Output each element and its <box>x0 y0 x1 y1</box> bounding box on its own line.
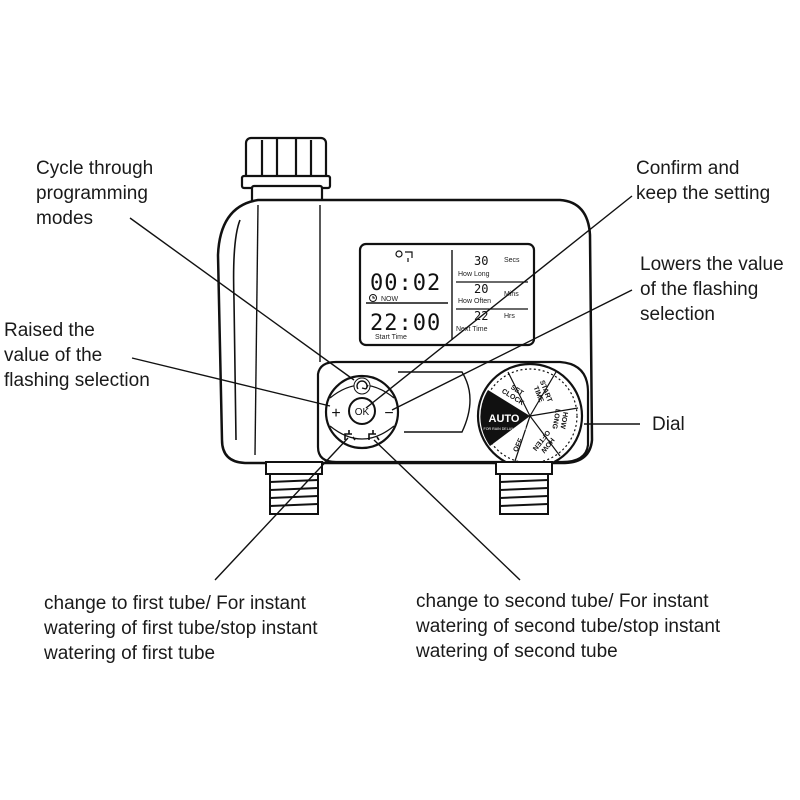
dial-how-long-label-1: HOW <box>558 411 568 429</box>
first-tube-icon <box>344 430 356 441</box>
callout-second-tube-line-2: watering of second tube/stop instant <box>416 616 721 637</box>
lcd-how-long-unit: Secs <box>504 257 520 264</box>
lcd-how-often-value: 20 <box>474 282 488 296</box>
dial-how-long-label-2: LONG <box>550 408 561 430</box>
minus-button[interactable]: − <box>384 405 393 422</box>
callout-second-tube-line-3: watering of second tube <box>416 641 618 662</box>
tap-icon <box>395 250 413 262</box>
callout-second-tube: change to second tube/ For instant water… <box>416 589 720 664</box>
lcd-next-time-unit: Hrs <box>504 313 515 320</box>
second-tube-icon <box>368 430 380 441</box>
outlet-left <box>265 461 323 515</box>
callout-first-tube-line-2: watering of first tube/stop instant <box>44 618 318 639</box>
lcd-now-label: NOW <box>381 296 399 303</box>
callout-raised-line-1: Raised the <box>4 320 95 341</box>
plus-button[interactable]: + <box>331 405 340 422</box>
callout-first-tube-line-1: change to first tube/ For instant <box>44 593 306 614</box>
ok-button[interactable]: OK <box>348 397 376 425</box>
leader-first-tube <box>214 437 349 581</box>
callout-lowers-line-2: of the flashing <box>640 279 759 300</box>
lcd-next-time-label: Next Time <box>456 326 488 333</box>
dial-auto-sublabel: FOR RAIN DELAY PRESS+ <box>484 427 529 431</box>
control-panel: + − OK AUTO FOR RAIN DELAY PRESS+ <box>316 360 590 470</box>
leader-raised <box>131 357 331 407</box>
lcd-how-long-value: 30 <box>474 254 488 268</box>
leader-second-tube <box>373 439 521 581</box>
callout-dial: Dial <box>652 412 685 437</box>
callout-cycle-line-1: Cycle through <box>36 158 154 179</box>
callout-lowers-line-1: Lowers the value <box>640 254 784 275</box>
faucet-connector <box>240 136 332 204</box>
mode-button[interactable] <box>353 377 371 395</box>
callout-dial-line-1: Dial <box>652 414 685 435</box>
clock-icon <box>369 294 377 302</box>
lcd-how-often-unit: Mins <box>504 291 519 298</box>
callout-confirm: Confirm and keep the setting <box>636 156 770 206</box>
leader-confirm <box>365 195 633 409</box>
callout-raised-line-2: value of the <box>4 345 103 366</box>
callout-cycle-line-2: programming <box>36 183 148 204</box>
callout-confirm-line-2: keep the setting <box>636 183 771 204</box>
callout-raised-line-3: flashing selection <box>4 370 150 391</box>
leader-lowers <box>391 289 633 411</box>
dial-auto-label: AUTO <box>489 413 520 425</box>
callout-lowers: Lowers the value of the flashing selecti… <box>640 252 784 327</box>
dial-auto-segment <box>480 390 530 446</box>
lcd-how-long-label: How Long <box>458 271 490 278</box>
callout-first-tube-line-3: watering of first tube <box>44 643 216 664</box>
second-tube-button[interactable] <box>368 430 380 441</box>
dial[interactable]: AUTO FOR RAIN DELAY PRESS+ SET CLOCK STA… <box>476 362 584 470</box>
leader-cycle <box>129 217 355 381</box>
callout-confirm-line-1: Confirm and <box>636 158 740 179</box>
callout-first-tube: change to first tube/ For instant wateri… <box>44 591 318 666</box>
callout-lowers-line-3: selection <box>640 304 715 325</box>
lcd-start-time: 22:00 <box>370 311 441 336</box>
mode-icon <box>356 380 369 390</box>
lcd-start-label: Start Time <box>375 334 407 341</box>
callout-cycle: Cycle through programming modes <box>36 156 153 231</box>
lcd-now-time: 00:02 <box>370 271 441 296</box>
leader-lines <box>129 195 640 581</box>
callout-second-tube-line-1: change to second tube/ For instant <box>416 591 709 612</box>
callout-raised: Raised the value of the flashing selecti… <box>4 318 150 393</box>
first-tube-button[interactable] <box>344 430 356 441</box>
ok-label: OK <box>355 407 370 418</box>
lcd-screen: 00:02 NOW 22:00 Start Time 30 Secs How L… <box>358 242 536 347</box>
lcd-how-often-label: How Often <box>458 298 491 305</box>
callout-cycle-line-3: modes <box>36 208 94 229</box>
outlet-right <box>495 461 553 515</box>
